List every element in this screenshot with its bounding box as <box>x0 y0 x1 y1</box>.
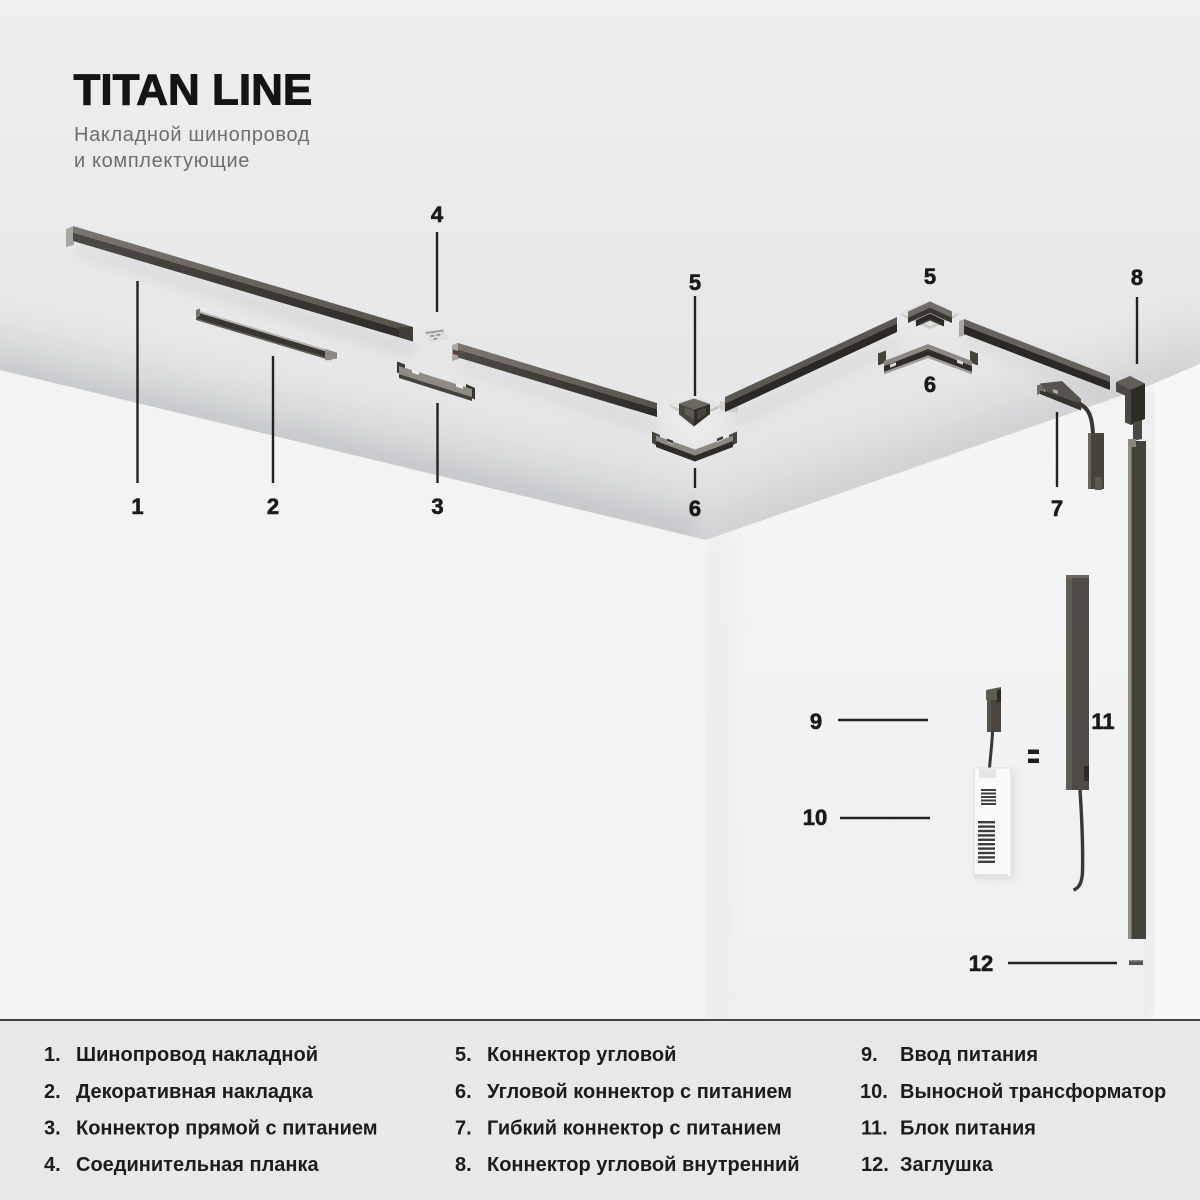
svg-text:2.: 2. <box>44 1081 61 1103</box>
svg-text:4.: 4. <box>44 1154 61 1176</box>
svg-text:Заглушка: Заглушка <box>900 1154 994 1176</box>
svg-text:Ввод питания: Ввод питания <box>900 1044 1038 1066</box>
svg-text:Угловой коннектор с питанием: Угловой коннектор с питанием <box>487 1081 792 1103</box>
svg-text:5.: 5. <box>455 1044 472 1066</box>
svg-text:1.: 1. <box>44 1044 61 1066</box>
svg-text:6.: 6. <box>455 1081 472 1103</box>
svg-text:2: 2 <box>267 494 279 519</box>
svg-text:7: 7 <box>1051 496 1063 521</box>
svg-text:5: 5 <box>924 264 936 289</box>
svg-text:12.: 12. <box>861 1154 889 1176</box>
svg-text:10.: 10. <box>860 1081 888 1103</box>
svg-text:Накладной шинопровод: Накладной шинопровод <box>74 124 310 146</box>
svg-text:7.: 7. <box>455 1118 472 1140</box>
svg-text:и комплектующие: и комплектующие <box>74 150 250 172</box>
svg-text:6: 6 <box>689 496 701 521</box>
svg-text:11: 11 <box>1091 709 1114 734</box>
svg-text:1: 1 <box>131 494 143 519</box>
svg-text:12: 12 <box>969 951 993 976</box>
svg-text:Выносной трансформатор: Выносной трансформатор <box>900 1081 1166 1103</box>
svg-text:TITAN LINE: TITAN LINE <box>74 66 313 115</box>
svg-text:Соединительная планка: Соединительная планка <box>76 1154 319 1176</box>
svg-text:Гибкий коннектор с питанием: Гибкий коннектор с питанием <box>487 1118 781 1140</box>
svg-text:Декоративная накладка: Декоративная накладка <box>76 1081 314 1103</box>
svg-text:3.: 3. <box>44 1118 61 1140</box>
svg-text:10: 10 <box>803 805 827 830</box>
svg-text:3: 3 <box>431 494 443 519</box>
svg-text:9: 9 <box>810 709 822 734</box>
svg-text:Коннектор прямой с питанием: Коннектор прямой с питанием <box>76 1118 378 1140</box>
svg-text:5: 5 <box>689 270 701 295</box>
svg-text:8.: 8. <box>455 1154 472 1176</box>
svg-text:Коннектор угловой: Коннектор угловой <box>487 1044 676 1066</box>
svg-text:Блок питания: Блок питания <box>900 1118 1036 1140</box>
svg-text:6: 6 <box>924 372 936 397</box>
svg-text:11.: 11. <box>861 1118 888 1140</box>
svg-text:9.: 9. <box>861 1044 878 1066</box>
svg-text:Коннектор угловой внутренний: Коннектор угловой внутренний <box>487 1154 800 1176</box>
svg-text:Шинопровод накладной: Шинопровод накладной <box>76 1044 318 1066</box>
svg-text:4: 4 <box>431 202 444 227</box>
svg-text:8: 8 <box>1131 265 1143 290</box>
